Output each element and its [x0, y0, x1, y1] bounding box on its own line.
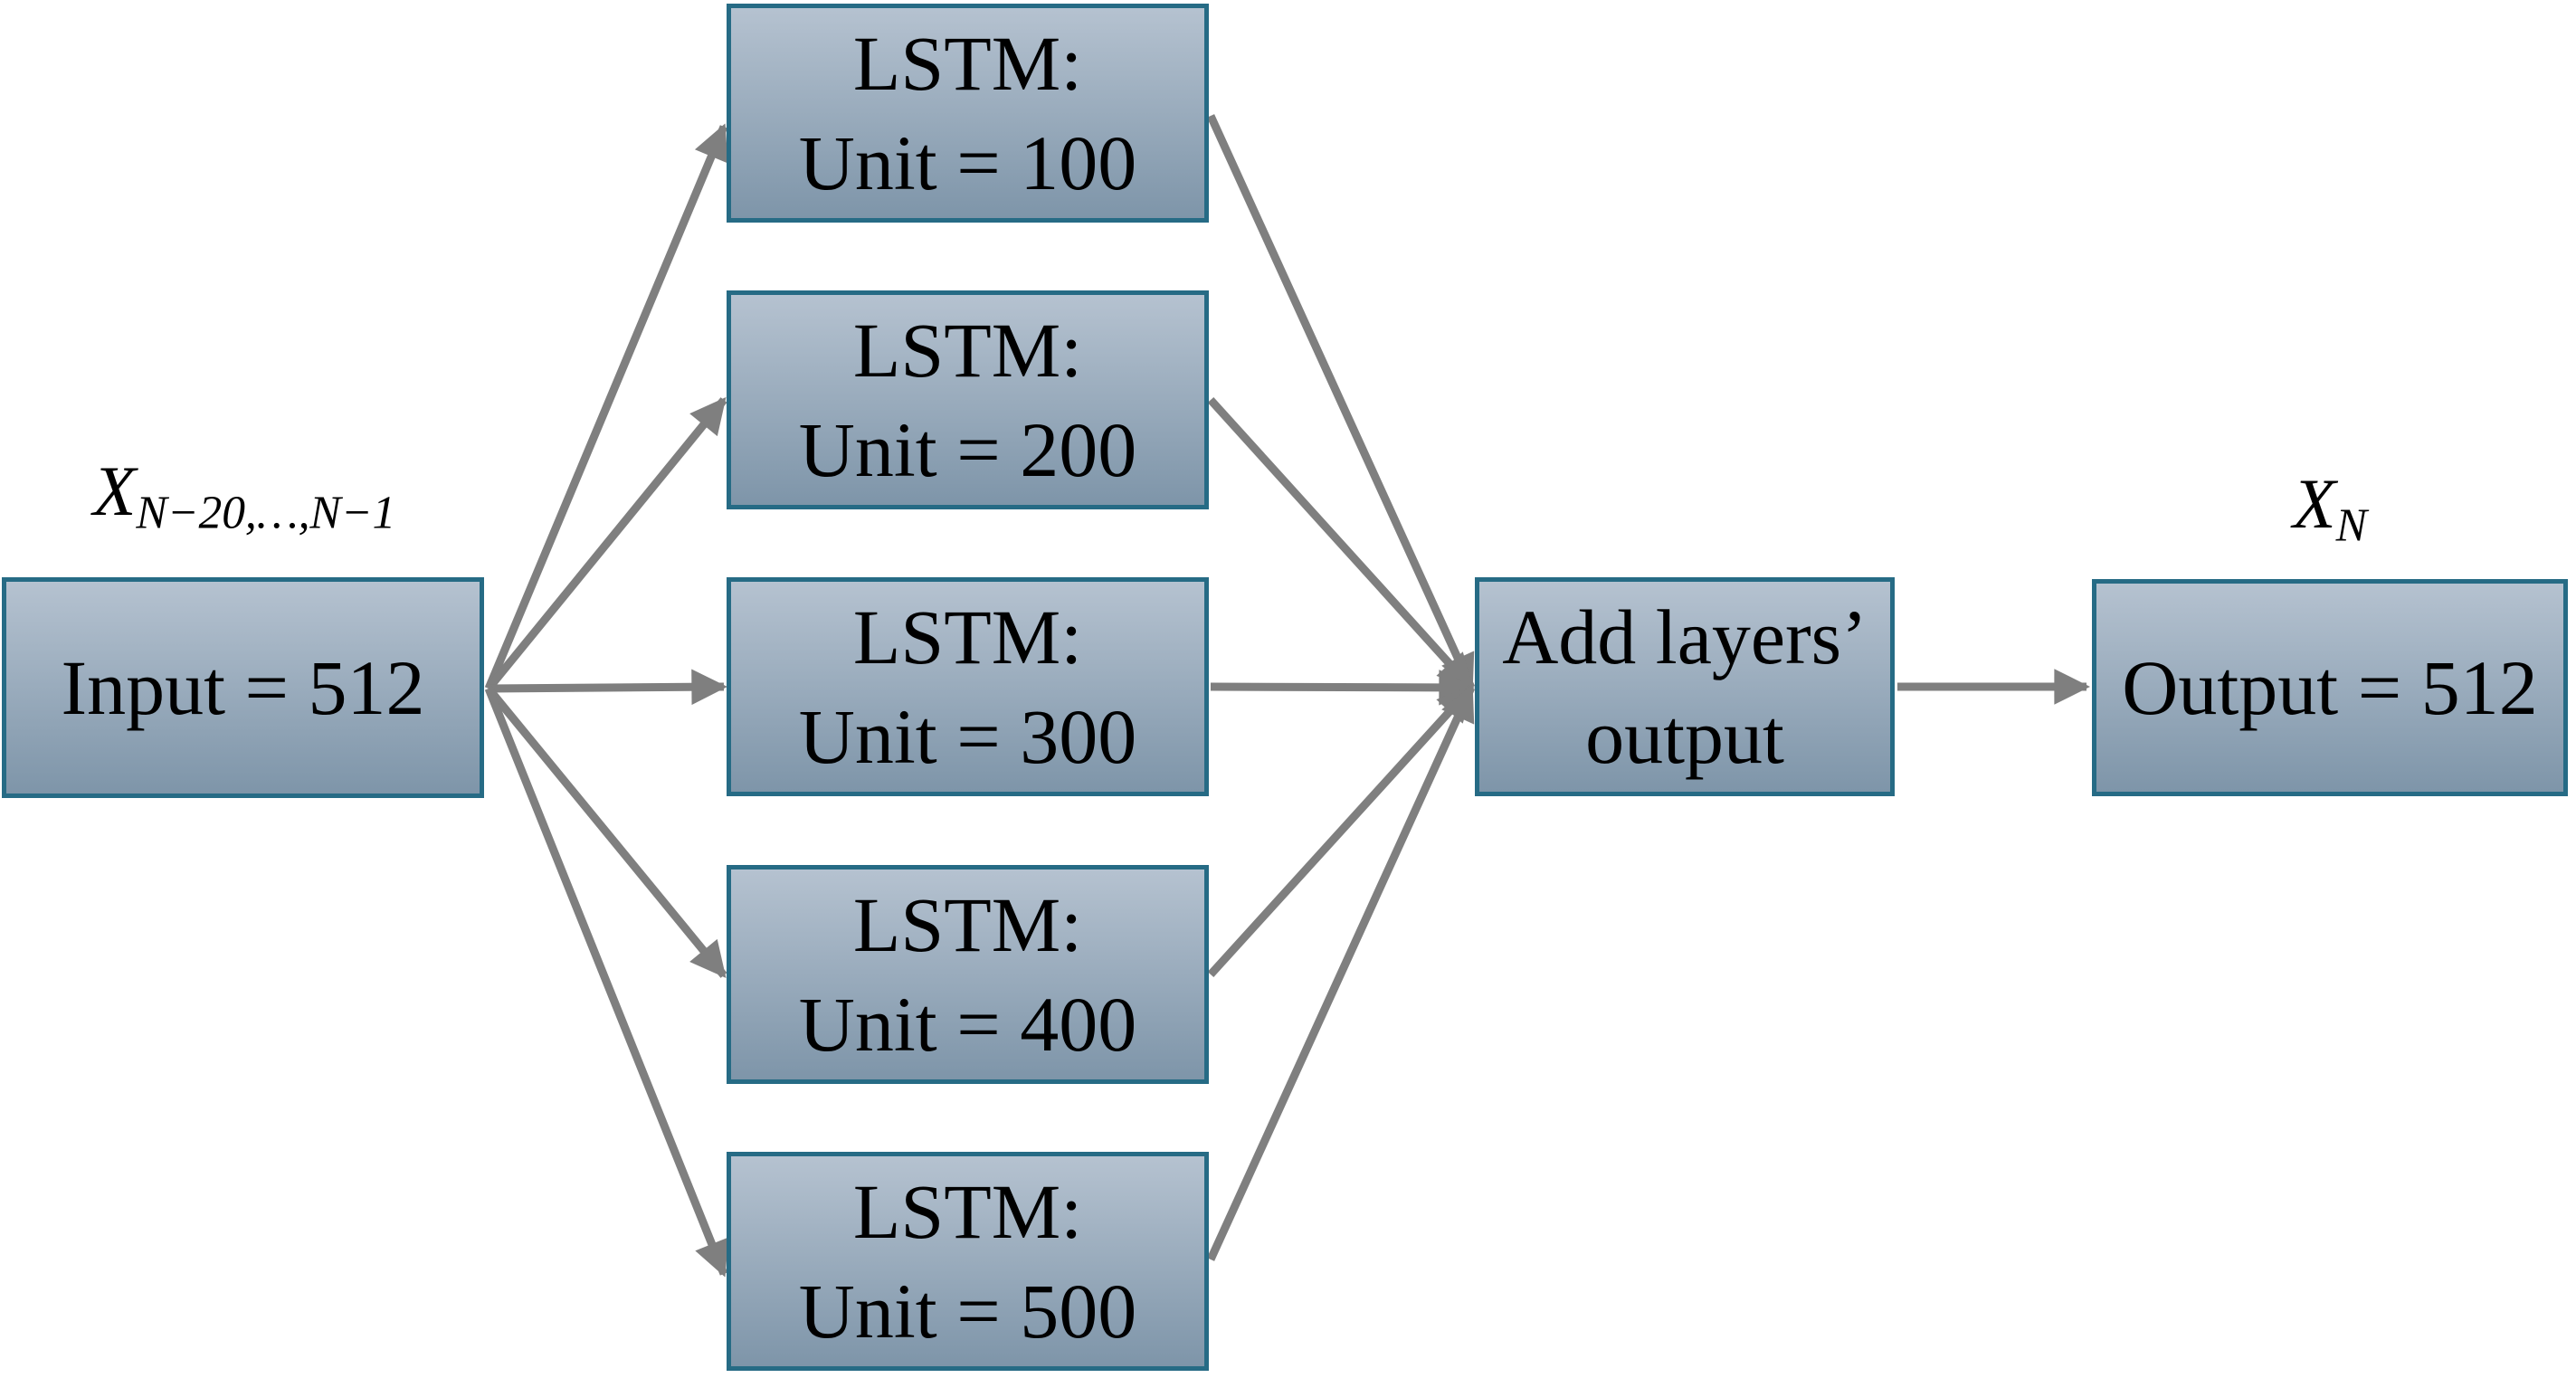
arrow-input-to-lstm-5: [484, 687, 729, 1278]
output-annotation-subscript: N: [2335, 499, 2367, 552]
arrow-lstm-3-to-add: [1210, 670, 1475, 706]
output-annotation-base: X: [2293, 464, 2336, 543]
lstm-box-4: LSTM: Unit = 400: [727, 865, 1209, 1084]
lstm-box-1: LSTM: Unit = 100: [727, 4, 1209, 223]
lstm-box-2-line1: LSTM:: [852, 306, 1083, 394]
arrow-lstm-1-to-add: [1206, 114, 1476, 691]
input-annotation-base: X: [92, 451, 137, 530]
input-annotation: XN−20,…,N−1: [0, 451, 489, 537]
output-box: Output = 512: [2092, 579, 2568, 796]
lstm-box-3: LSTM: Unit = 300: [727, 577, 1209, 796]
lstm-box-3-line2: Unit = 300: [798, 693, 1137, 780]
output-annotation: XN: [2092, 463, 2568, 549]
add-box-line1: Add layers’: [1502, 593, 1868, 680]
add-box-line2: output: [1585, 693, 1784, 780]
arrow-input-to-lstm-4: [485, 686, 727, 979]
lstm-box-2-line2: Unit = 200: [798, 406, 1137, 493]
lstm-box-5-line1: LSTM:: [852, 1167, 1083, 1255]
lstm-box-1-line1: LSTM:: [852, 19, 1083, 107]
lstm-box-2: LSTM: Unit = 200: [727, 290, 1209, 509]
add-box: Add layers’ output: [1475, 577, 1895, 796]
arrow-lstm-2-to-add: [1207, 396, 1475, 691]
arrow-lstm-4-to-add: [1207, 684, 1475, 978]
lstm-box-4-line1: LSTM:: [852, 880, 1083, 968]
input-box: Input = 512: [2, 577, 484, 798]
lstm-box-1-line2: Unit = 100: [798, 119, 1137, 206]
arrow-input-to-lstm-1: [484, 123, 728, 690]
lstm-box-3-line1: LSTM:: [852, 593, 1083, 680]
arrow-input-to-lstm-3: [488, 669, 727, 706]
lstm-box-5-line2: Unit = 500: [798, 1268, 1137, 1354]
arrow-input-to-lstm-2: [485, 396, 727, 691]
lstm-box-5: LSTM: Unit = 500: [727, 1152, 1209, 1371]
input-box-label: Input = 512: [61, 643, 425, 731]
input-annotation-subscript: N−20,…,N−1: [136, 487, 396, 539]
lstm-box-4-line2: Unit = 400: [798, 981, 1137, 1068]
arrow-lstm-5-to-add: [1206, 684, 1476, 1261]
output-box-label: Output = 512: [2122, 643, 2538, 731]
